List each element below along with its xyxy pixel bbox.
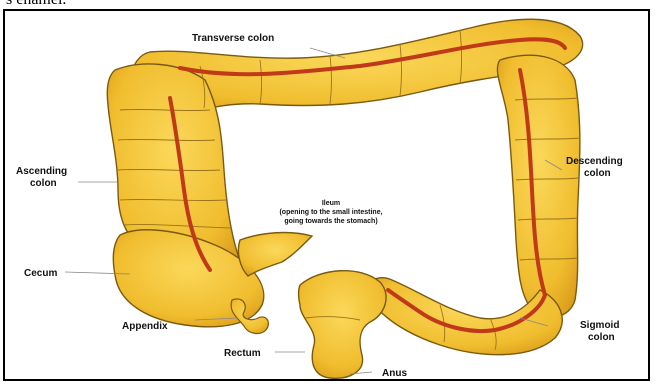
label-descending-colon-line1: Descending bbox=[566, 156, 623, 167]
label-appendix: Appendix bbox=[122, 321, 168, 332]
label-ascending-colon-line2: colon bbox=[30, 178, 57, 189]
label-rectum: Rectum bbox=[224, 348, 261, 359]
label-ascending-colon-line1: Ascending bbox=[16, 166, 67, 177]
label-sigmoid-colon-line2: colon bbox=[588, 332, 615, 343]
label-ileum-line1: Ileum bbox=[322, 200, 340, 207]
rectum bbox=[299, 271, 387, 379]
label-ileum-line3: going towards the stomach) bbox=[284, 218, 377, 225]
label-descending-colon-line2: colon bbox=[584, 168, 611, 179]
descending-colon bbox=[497, 55, 579, 317]
label-anus: Anus bbox=[382, 368, 407, 379]
label-ileum-line2: (opening to the small intestine, bbox=[279, 209, 382, 216]
label-transverse-colon: Transverse colon bbox=[192, 33, 274, 44]
label-sigmoid-colon-line1: Sigmoid bbox=[580, 320, 619, 331]
ileum bbox=[238, 233, 312, 276]
label-cecum: Cecum bbox=[24, 268, 57, 279]
